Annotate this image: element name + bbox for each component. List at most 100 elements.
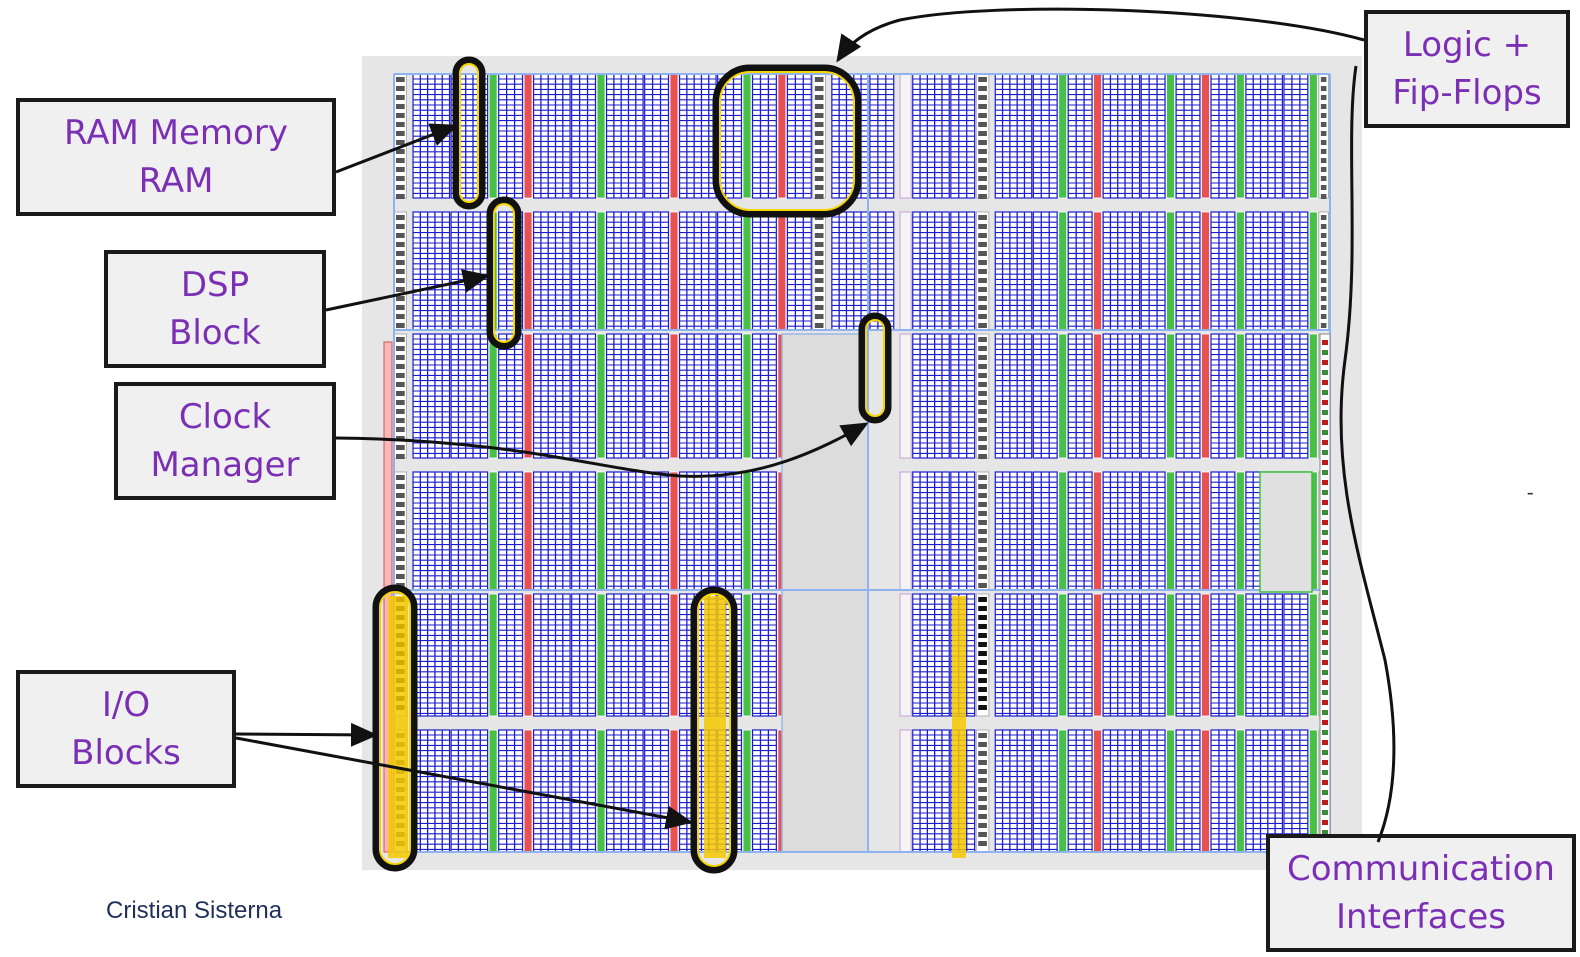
- io-pad: [814, 323, 824, 328]
- logic-column: [1102, 211, 1141, 331]
- logic-cells: [571, 74, 596, 198]
- logic-cells: [995, 334, 1032, 458]
- logic-cells: [571, 472, 596, 590]
- logic-column: [533, 471, 571, 591]
- io-pad: [978, 176, 987, 181]
- io-pad: [1320, 149, 1327, 154]
- io-pad: [978, 140, 987, 145]
- io-pad: [396, 484, 405, 489]
- transceiver-cell: [1322, 650, 1328, 655]
- logic-column: [751, 211, 777, 331]
- logic-label-line2: Fip-Flops: [1392, 73, 1542, 113]
- ram-column: [1308, 593, 1318, 717]
- io-pad: [1320, 323, 1327, 328]
- io-pad: [978, 606, 987, 611]
- io-pad: [814, 149, 824, 154]
- io-pad: [396, 251, 405, 256]
- logic-cells: [995, 74, 1032, 198]
- io-pad: [978, 305, 987, 310]
- io-pad: [978, 805, 987, 810]
- io-pad: [814, 140, 824, 145]
- ram-column: [1236, 471, 1245, 591]
- ram-column: [596, 211, 606, 331]
- transceiver-cell: [1322, 520, 1328, 525]
- ram-column: [1058, 211, 1068, 331]
- io-pad: [814, 287, 824, 292]
- logic-column: [912, 471, 950, 591]
- logic-cells: [950, 472, 975, 590]
- io-pad: [814, 251, 824, 256]
- io-pad: [396, 233, 405, 238]
- logic-cells: [1211, 74, 1235, 198]
- logic-column: [678, 211, 717, 331]
- io-pad: [978, 185, 987, 190]
- logic-cells: [912, 334, 950, 458]
- logic-label-line1: Logic +: [1402, 25, 1532, 65]
- io-pad: [814, 158, 824, 163]
- io-pad: [396, 346, 405, 351]
- logic-cells: [1033, 594, 1058, 716]
- logic-cells: [1068, 74, 1093, 198]
- logic-column: [869, 211, 895, 331]
- logic-column: [994, 211, 1033, 331]
- logic-highlight-inner: [719, 71, 855, 211]
- transceiver-cell: [1322, 660, 1328, 665]
- logic-cells: [1141, 730, 1166, 852]
- dsp-highlight: [486, 196, 522, 350]
- io-pad: [978, 260, 987, 265]
- ram-column: [742, 471, 752, 591]
- transceiver-cell: [1322, 390, 1328, 395]
- io-pad: [396, 355, 405, 360]
- io-pad: [978, 122, 987, 127]
- io-pad: [396, 95, 405, 100]
- logic-highlight: [712, 64, 862, 218]
- io-pad: [396, 323, 405, 328]
- io-pad: [1320, 95, 1327, 100]
- io-pad: [396, 574, 405, 579]
- clock-highlight: [858, 312, 892, 424]
- transceiver-cell: [1322, 480, 1328, 485]
- logic-column: [1175, 211, 1201, 331]
- logic-cells: [995, 472, 1032, 590]
- logic-cells: [1211, 730, 1235, 852]
- logic-column: [571, 471, 597, 591]
- logic-column: [1140, 471, 1166, 591]
- transceiver-cell: [1322, 560, 1328, 565]
- io-pad: [396, 373, 405, 378]
- io-pad: [978, 651, 987, 656]
- dsp-column: [523, 73, 533, 199]
- io-highlight-outline-1-inner: [379, 591, 411, 865]
- logic-cells: [533, 212, 571, 330]
- dsp-column: [669, 73, 679, 199]
- dsp-column: [669, 593, 679, 717]
- logic-cells: [1103, 74, 1140, 198]
- author-name: Cristian Sisterna: [106, 897, 283, 924]
- clock-label-line2: Manager: [150, 445, 300, 485]
- logic-cells: [912, 74, 950, 198]
- io-pad: [978, 215, 987, 220]
- io-pad: [978, 427, 987, 432]
- logic-column: [786, 211, 812, 331]
- ram-column: [1308, 211, 1318, 331]
- io-pad: [978, 436, 987, 441]
- io-pad: [978, 400, 987, 405]
- io-pad: [1320, 176, 1327, 181]
- logic-cells: [1283, 212, 1308, 330]
- logic-cells: [752, 730, 777, 852]
- io-pad: [978, 678, 987, 683]
- io-pad: [978, 556, 987, 561]
- io-pad: [396, 475, 405, 480]
- logic-cells: [1103, 472, 1140, 590]
- io-pad: [396, 427, 405, 432]
- transceiver-cell: [1322, 360, 1328, 365]
- clock-label-line1: Clock: [178, 397, 272, 437]
- io-pad: [1320, 158, 1327, 163]
- logic-cells: [1211, 212, 1235, 330]
- logic-cells: [533, 74, 571, 198]
- logic-cells: [644, 212, 669, 330]
- io-pad: [396, 113, 405, 118]
- transceiver-cell: [1322, 720, 1328, 725]
- ram-column: [1236, 73, 1245, 199]
- io-pad: [396, 215, 405, 220]
- logic-cells: [1283, 594, 1308, 716]
